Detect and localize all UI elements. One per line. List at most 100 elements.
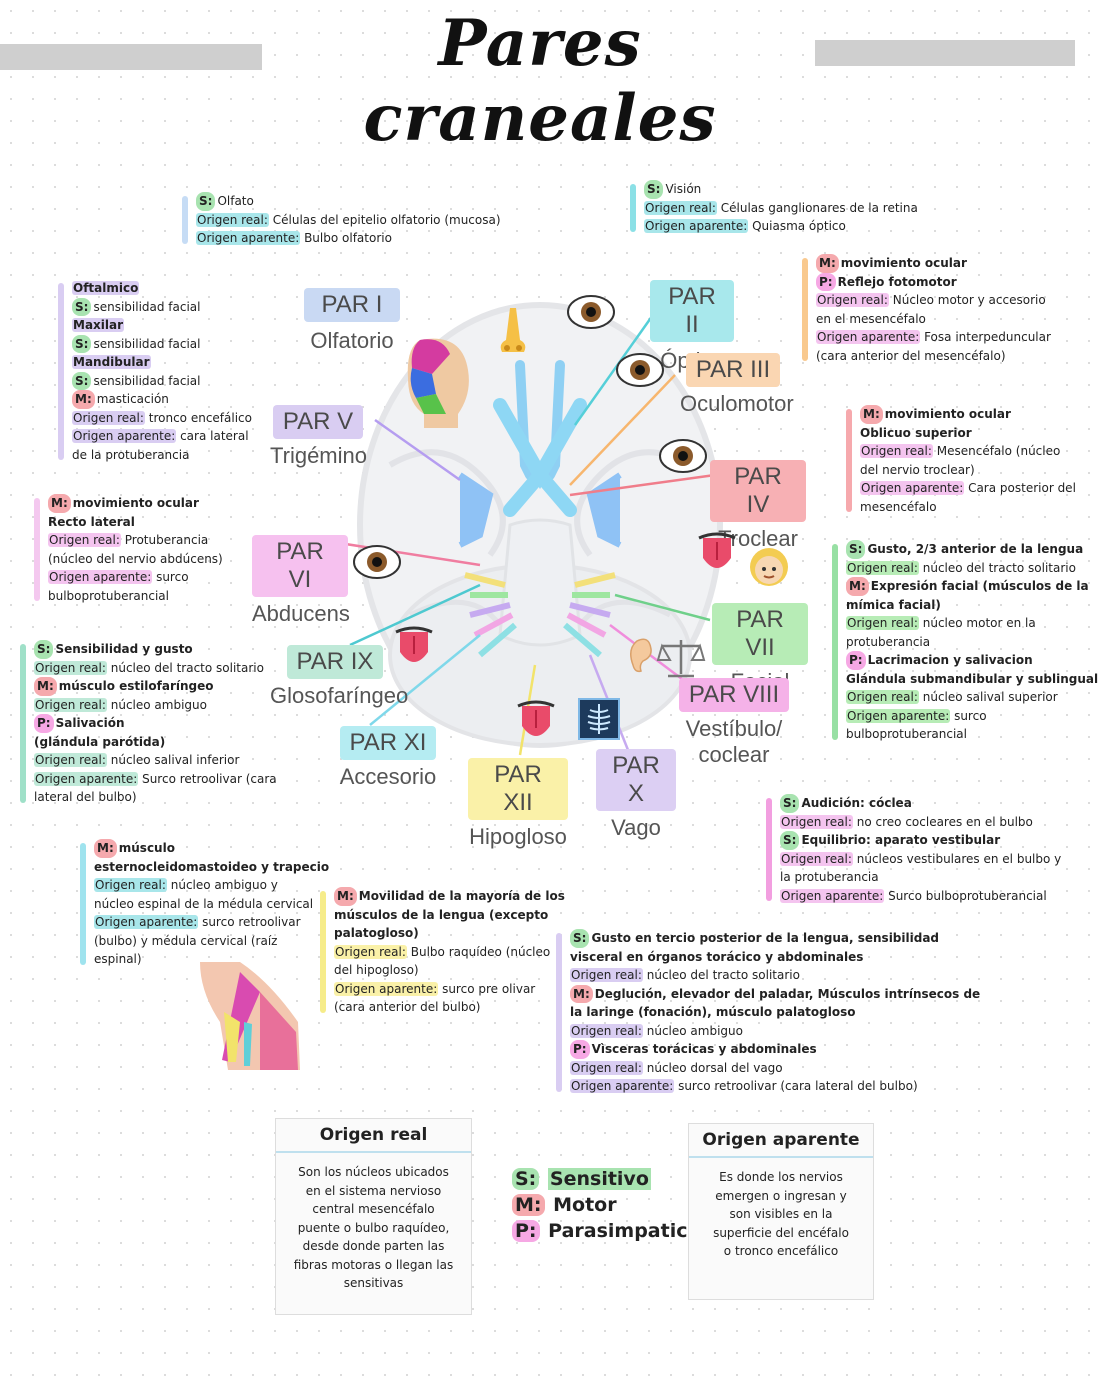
- origin-apparent-label: Origen aparente:: [334, 981, 439, 996]
- origin-real-label: Origen real:: [846, 690, 919, 704]
- connector-line: [614, 593, 711, 622]
- nose-icon: [496, 306, 530, 356]
- facial-parasympathetic: Lacrimacion y salivacion: [867, 653, 1033, 667]
- box-origen-aparente: Origen aparente Es donde los nervios eme…: [688, 1123, 874, 1300]
- par-iv-label: PAR IV Troclear: [710, 460, 806, 552]
- origin-real-label: Origen real:: [48, 533, 121, 547]
- par-xi-box: PAR XI: [339, 726, 437, 760]
- parasympathetic-tag: P:: [846, 651, 866, 670]
- origin-real-label: Origen real:: [34, 697, 107, 712]
- par-v-label: PAR V Trigémino: [270, 405, 367, 469]
- eye-icon: [658, 436, 708, 480]
- sensitive-tag: S:: [72, 297, 92, 316]
- glosofaringeo-apparent: Surco retroolivar (cara: [142, 771, 277, 786]
- face-icon: [748, 546, 790, 592]
- motor-tag: M:: [34, 677, 57, 696]
- glosofaringeo-sensory: Sensibilidad y gusto: [55, 642, 193, 656]
- sensitive-tag: S:: [846, 540, 866, 559]
- olfato-function: Olfato: [217, 194, 254, 208]
- par-xii-label: PAR XII Hipogloso: [468, 758, 568, 850]
- origin-apparent-label: Origen aparente:: [34, 771, 139, 786]
- trigemino-apparent: cara lateral: [180, 429, 249, 443]
- par-i-label: PAR I Olfatorio: [304, 288, 400, 354]
- abducens-muscle: Recto lateral: [48, 514, 135, 529]
- sensitive-tag: S:: [72, 334, 92, 353]
- origin-real-label: Origen real:: [34, 753, 107, 767]
- oculomotor-apparent-cont: (cara anterior del mesencéfalo): [816, 348, 1006, 363]
- sensitive-tag: S:: [570, 929, 590, 948]
- vago-motor: Deglución, elevador del paladar, Músculo…: [594, 986, 981, 1001]
- par-x-name: Vago: [611, 815, 661, 840]
- maxillary-function: sensibilidad facial: [93, 336, 201, 351]
- origin-real-label: Origen real:: [780, 851, 853, 866]
- accesorio-motor: músculo: [118, 841, 175, 855]
- legend-item-motor: M: Motor: [512, 1194, 701, 1216]
- vestibulo-balance: Equilibrio: aparato vestibular: [801, 833, 1001, 847]
- origin-real-label: Origen real:: [570, 1023, 643, 1038]
- brain-sulcus: [408, 599, 502, 627]
- trigemino-real: tronco encefálico: [148, 410, 252, 425]
- scale-icon: [656, 636, 706, 684]
- par-vii-box: PAR VII: [712, 603, 808, 665]
- box-line: emergen o ingresan y: [715, 1188, 847, 1203]
- vestibulo-real-balance: núcleos vestibulares en el bulbo y: [856, 851, 1062, 866]
- tongue-icon: [512, 696, 560, 748]
- connector-line: [569, 473, 716, 497]
- facial-motor-cont: mímica facial): [846, 597, 941, 612]
- brain-sulcus: [388, 449, 506, 557]
- legend-label: Parasimpatico: [548, 1220, 701, 1242]
- motor-tag: M:: [846, 577, 869, 596]
- parasympathetic-tag: P:: [34, 714, 54, 733]
- trigemino-apparent-cont: de la protuberancia: [72, 447, 190, 462]
- brain-sulcus: [578, 599, 672, 627]
- trigeminal-root-right: [586, 472, 622, 548]
- origin-apparent-label: Origen aparente:: [196, 231, 301, 245]
- page-title: Pares craneales: [363, 6, 717, 156]
- vestibulo-real: no creo cocleares en el bulbo: [856, 814, 1033, 829]
- box-line: fibras motoras o llegan las: [293, 1257, 454, 1272]
- note-abducens: M:movimiento ocular Recto lateral Origen…: [34, 494, 223, 605]
- par-xii-box: PAR XII: [468, 758, 568, 820]
- legend-key: P:: [512, 1220, 540, 1242]
- troclear-motor: movimiento ocular: [884, 407, 1011, 421]
- connector-line: [349, 583, 481, 647]
- accesorio-real: núcleo ambiguo y: [170, 878, 278, 892]
- box-origen-real-body: Son los núcleos ubicados en el sistema n…: [276, 1153, 471, 1303]
- vago-parasympathetic: Vìsceras torácicas y abdominales: [591, 1042, 817, 1056]
- legend-label: Motor: [553, 1194, 617, 1216]
- origin-real-label: Origen real:: [846, 560, 919, 575]
- par-vi-box: PAR VI: [252, 535, 348, 597]
- eye-icon: [566, 292, 616, 336]
- troclear-real: Mesencéfalo (núcleo: [936, 444, 1061, 458]
- note-vision: S:Visión Origen real: Células ganglionar…: [630, 180, 918, 236]
- branch-maxillary: Maxilar: [72, 318, 125, 332]
- nerve-purple: [469, 602, 611, 618]
- facial-real-motor: núcleo motor en la: [922, 616, 1036, 630]
- parasympathetic-tag: P:: [816, 272, 836, 291]
- motor-tag: M:: [860, 405, 883, 424]
- accesorio-motor-cont: esternocleidomastoideo y trapecio: [94, 859, 330, 874]
- glosofaringeo-real: núcleo del tracto solitario: [110, 660, 264, 675]
- par-iii-name: Oculomotor: [680, 391, 794, 416]
- hipogloso-motor-cont2: palatogloso): [334, 926, 419, 940]
- glosofaringeo-real-motor: núcleo ambiguo: [110, 697, 207, 712]
- origin-apparent-label: Origen aparente:: [644, 219, 749, 233]
- note-facial: S:Gusto, 2/3 anterior de la lengua Orige…: [832, 540, 1098, 744]
- sensitive-tag: S:: [644, 180, 664, 199]
- origin-real-label: Origen real:: [94, 878, 167, 892]
- vago-sensory-cont: visceral en órganos torácico y abdominal…: [570, 949, 864, 964]
- par-ix-box: PAR IX: [286, 645, 384, 679]
- abducens-real-cont: (núcleo del nervio abdúcens): [48, 551, 223, 566]
- par-xi-label: PAR XI Accesorio: [338, 726, 438, 790]
- tongue-icon: [693, 528, 741, 580]
- accesorio-real-cont: núcleo espinal de la médula cervical: [94, 896, 314, 911]
- origin-real-label: Origen real:: [570, 1060, 643, 1075]
- legend-item-parasympathetic: P: Parasimpatico: [512, 1220, 701, 1242]
- trigemino-motor: masticación: [96, 392, 169, 406]
- par-iii-box: PAR III: [685, 353, 781, 387]
- nerve-teal: [478, 622, 602, 658]
- note-vestibulococlear: S:Audición: cóclea Origen real: no creo …: [766, 794, 1061, 905]
- facial-apparent-cont: bulboprotuberancial: [846, 727, 967, 741]
- connector-line: [374, 418, 461, 482]
- vago-real: núcleo del tracto solitario: [646, 968, 800, 982]
